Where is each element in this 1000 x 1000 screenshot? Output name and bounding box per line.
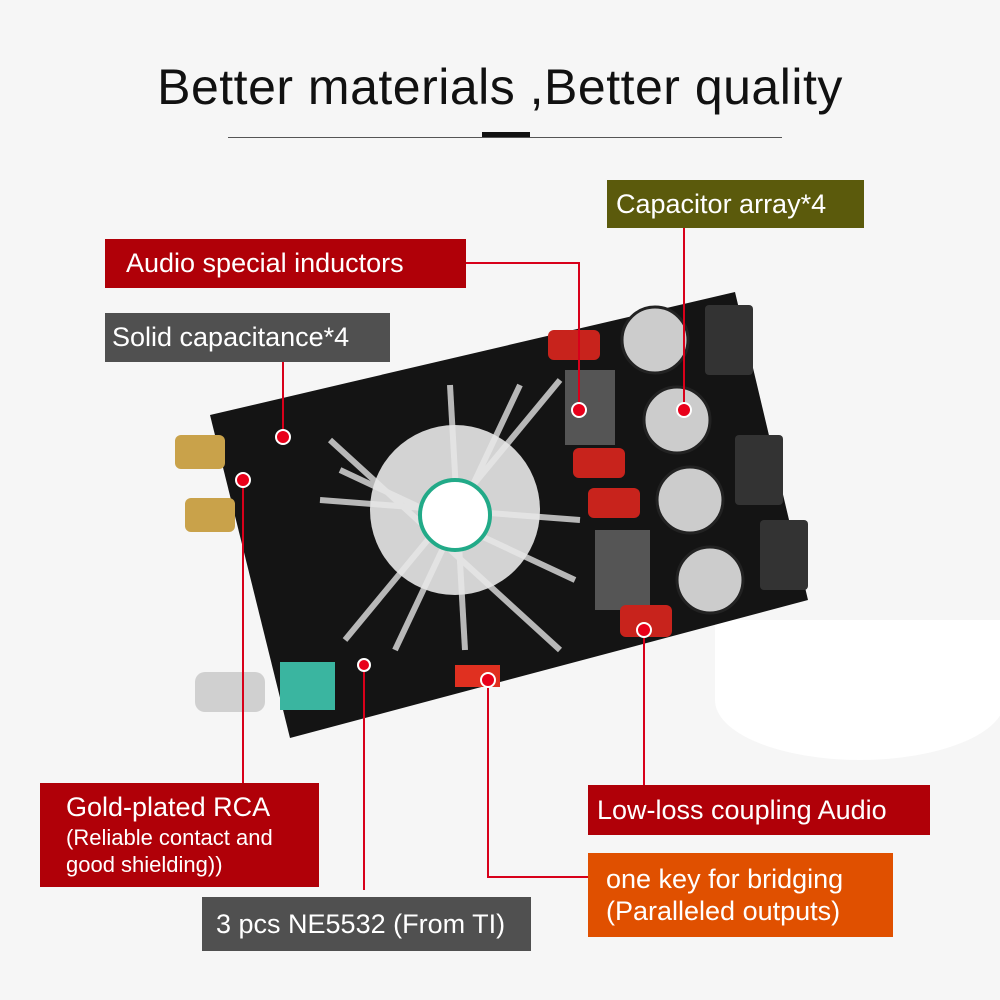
- callout-dots: [235, 402, 692, 688]
- electrolytic-capacitors: [620, 305, 745, 615]
- callout-coupling: Low-loss coupling Audio: [588, 785, 930, 835]
- title-divider-accent: [482, 132, 530, 137]
- callout-solid-capacitance: Solid capacitance*4: [105, 313, 390, 362]
- rca-jacks: [175, 435, 235, 532]
- coupling-capacitors: [548, 330, 672, 637]
- callout-text: Gold-plated RCA: [66, 792, 271, 823]
- callout-text: (Paralleled outputs): [606, 896, 841, 926]
- callout-text: Low-loss coupling Audio: [597, 794, 887, 825]
- callout-inductors: Audio special inductors: [105, 239, 466, 288]
- leader-lines: [242, 228, 685, 890]
- callout-text: Solid capacitance*4: [112, 322, 350, 353]
- screw-terminals: [705, 305, 808, 590]
- logo-icon: [418, 478, 492, 552]
- bluetooth-module: [280, 662, 335, 710]
- callout-ne5532: 3 pcs NE5532 (From TI): [202, 897, 531, 951]
- title-divider: [228, 137, 782, 138]
- inductor: [595, 530, 650, 610]
- volume-knob: [195, 672, 265, 712]
- callout-capacitor-array: Capacitor array*4: [607, 180, 864, 228]
- callout-bridging: one key for bridging (Paralleled outputs…: [588, 853, 893, 937]
- callout-text: one key for bridging: [606, 863, 844, 894]
- callout-text: Audio special inductors: [126, 248, 404, 279]
- callout-text: Capacitor array*4: [616, 188, 827, 219]
- callout-rca: Gold-plated RCA (Reliable contact and go…: [40, 783, 319, 887]
- callout-subtext: (Reliable contact and good shielding)): [66, 824, 273, 878]
- callout-text: 3 pcs NE5532 (From TI): [216, 908, 506, 939]
- page-title: Better materials ,Better quality: [157, 59, 843, 115]
